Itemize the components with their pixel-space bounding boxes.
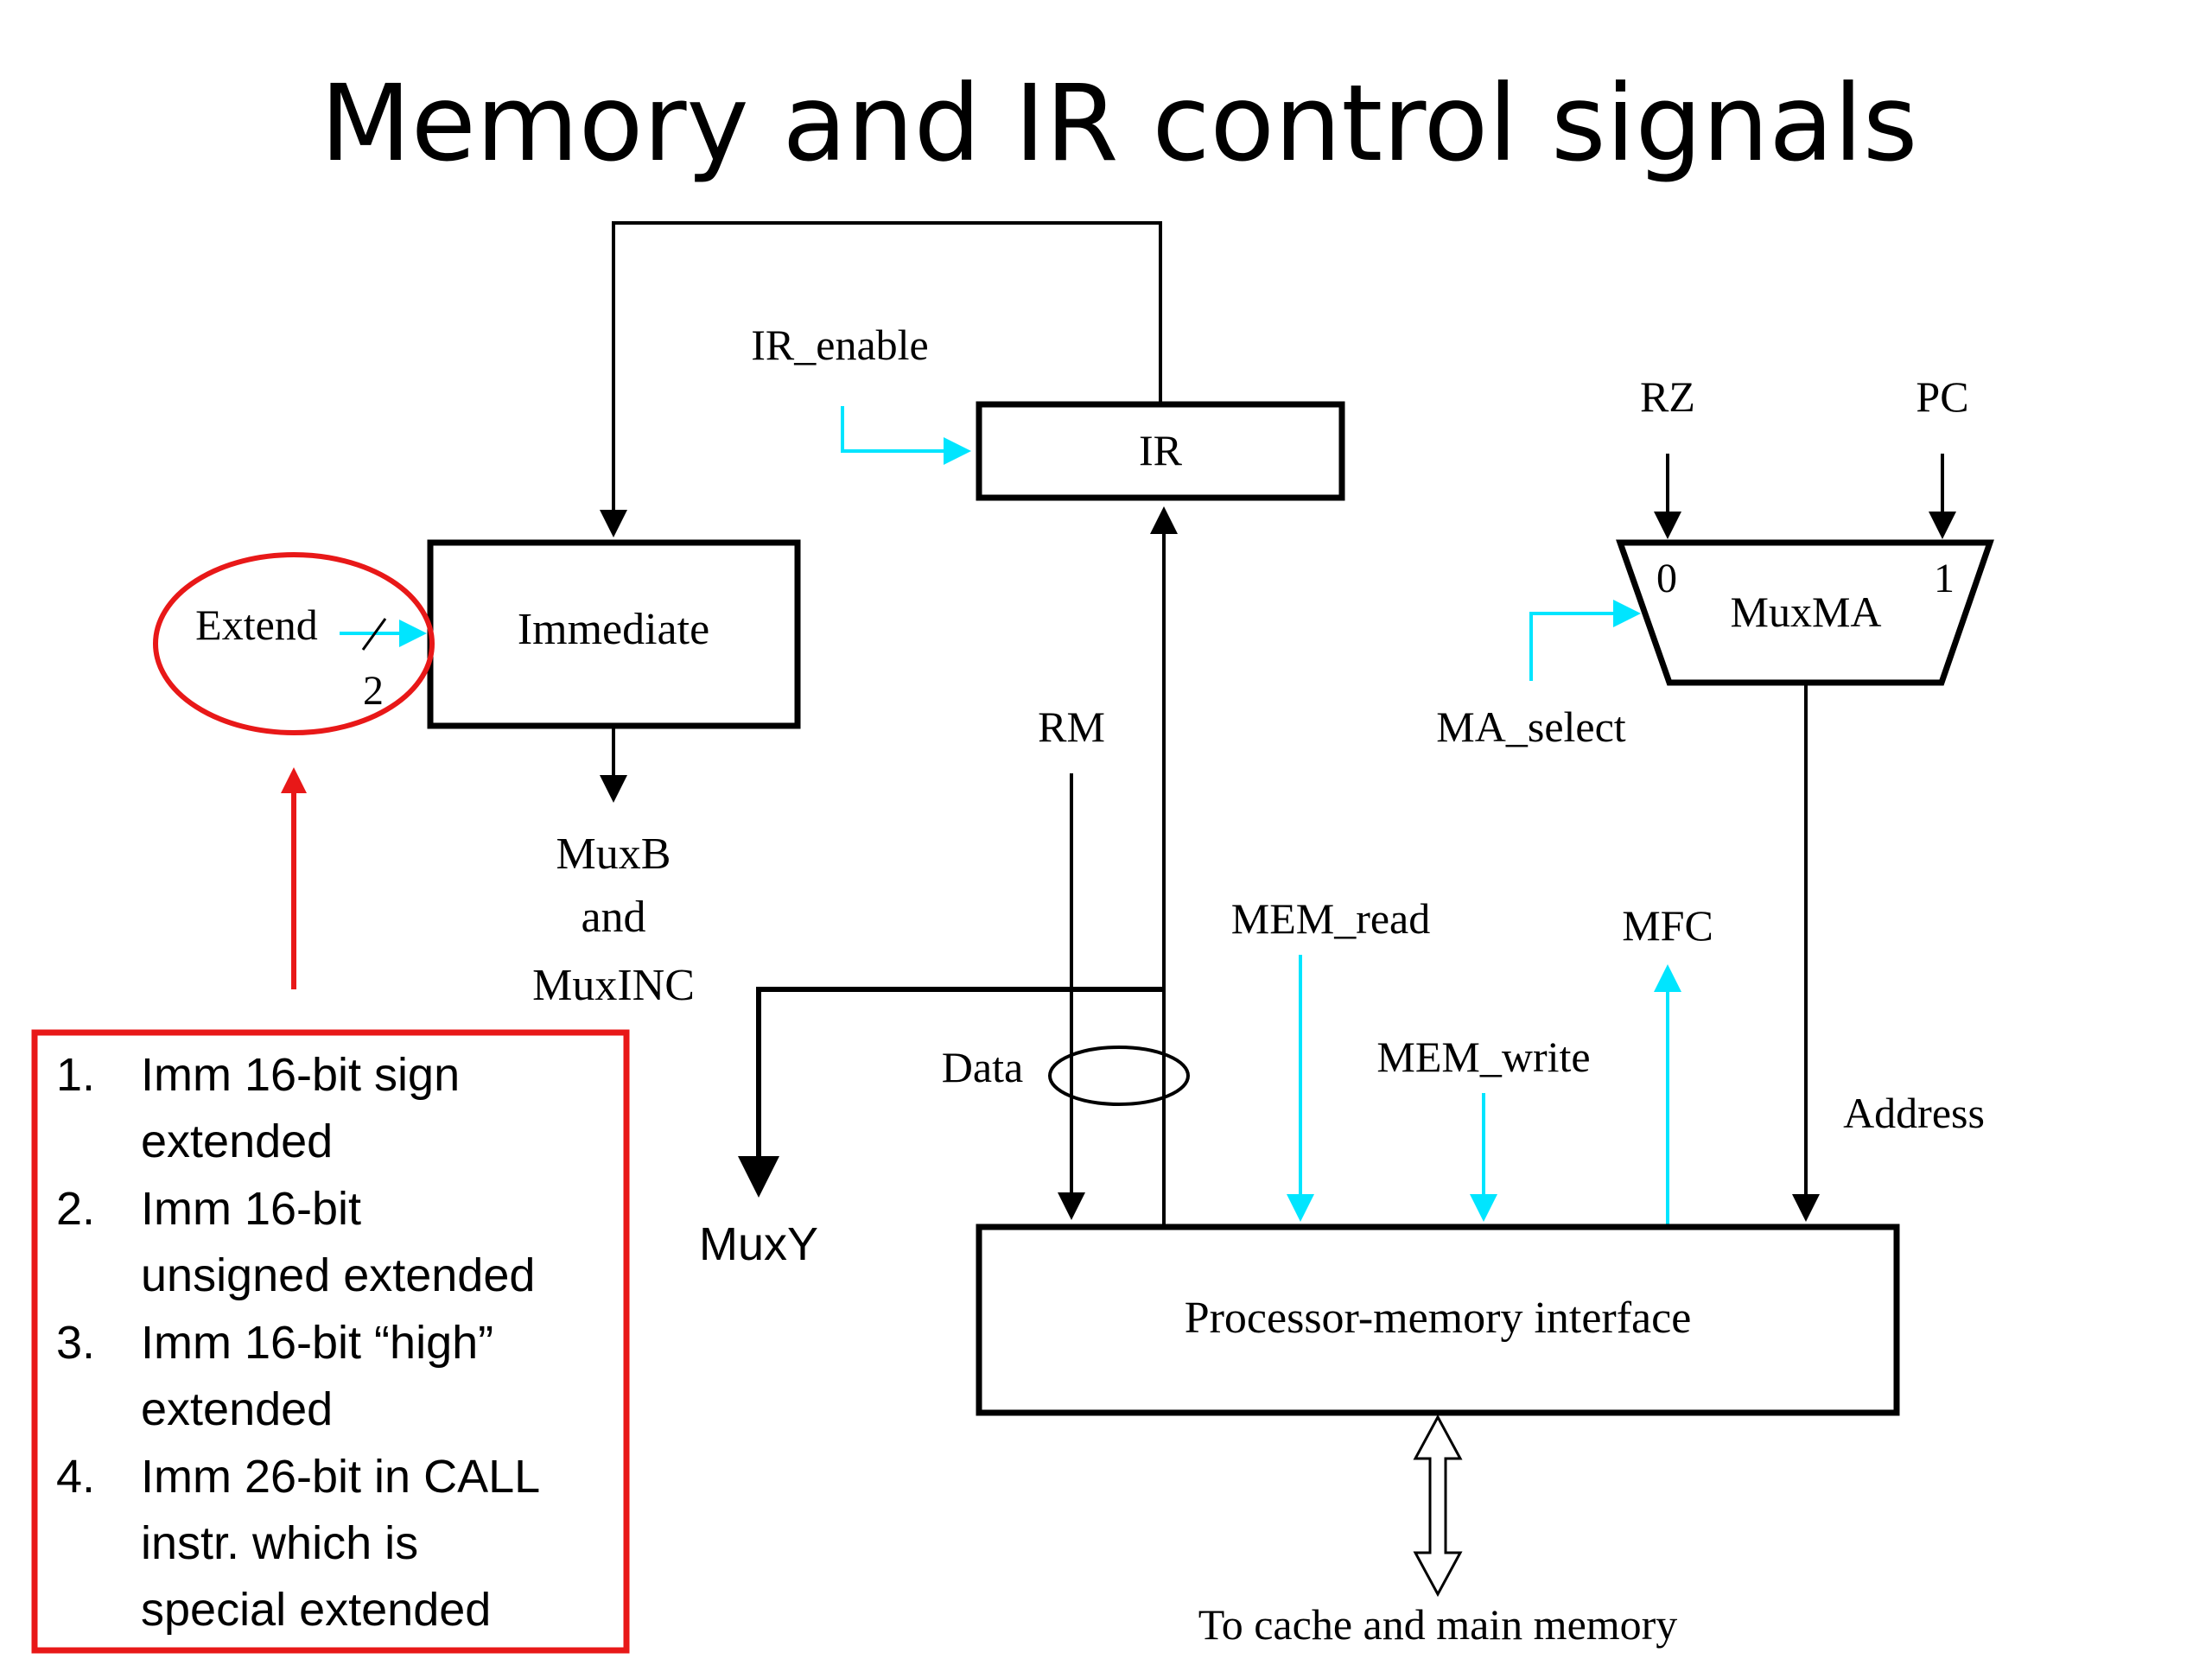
- note-number: 2.: [56, 1183, 95, 1235]
- muxma-input1-label: 1: [1934, 556, 1955, 601]
- and-label: and: [581, 893, 645, 942]
- note-number: 3.: [56, 1317, 95, 1369]
- ir-register: IR: [976, 401, 1345, 501]
- extend-notes-list: 1. Imm 16-bit sign extended 2. Imm 16-bi…: [56, 1049, 540, 1636]
- note-line: extended: [141, 1116, 333, 1167]
- processor-memory-interface: Processor-memory interface: [976, 1224, 1900, 1416]
- note-item-4: 4. Imm 26-bit in CALL instr. which is sp…: [56, 1451, 540, 1636]
- memory-label: To cache and main memory: [1198, 1600, 1678, 1649]
- extend-label: Extend: [195, 601, 318, 649]
- muxma-input0-label: 0: [1656, 556, 1677, 601]
- ir-to-immediate-wire: [600, 221, 1162, 537]
- ma-select-label: MA_select: [1436, 702, 1625, 751]
- muxy-label: MuxY: [699, 1218, 818, 1270]
- note-number: 4.: [56, 1451, 95, 1503]
- data-label: Data: [942, 1043, 1023, 1091]
- ir-box: [976, 401, 1345, 501]
- muxinc-label: MuxINC: [532, 961, 695, 1010]
- data-to-muxy-wire: [738, 987, 1164, 1198]
- note-line: instr. which is: [141, 1517, 418, 1569]
- note-line: unsigned extended: [141, 1249, 535, 1301]
- note-line: Imm 26-bit in CALL: [141, 1451, 540, 1503]
- interface-label: Processor-memory interface: [1185, 1294, 1692, 1343]
- note-item-3: 3. Imm 16-bit “high” extended: [56, 1317, 493, 1435]
- pc-label: PC: [1916, 372, 1968, 421]
- page-title: Memory and IR control signals: [321, 62, 1918, 185]
- mem-read-label: MEM_read: [1231, 894, 1431, 943]
- note-line: special extended: [141, 1584, 491, 1636]
- note-line: Imm 16-bit: [141, 1183, 361, 1235]
- bidirectional-memory-arrow: [1413, 1414, 1463, 1598]
- extend-highlight-circle: [153, 552, 435, 735]
- muxma-label: MuxMA: [1730, 588, 1881, 636]
- data-bus-ellipse: [1048, 1046, 1190, 1106]
- extend-notes-box: [31, 1029, 630, 1654]
- note-item-2: 2. Imm 16-bit unsigned extended: [56, 1183, 535, 1301]
- ir-enable-arrow: [841, 406, 971, 465]
- rz-label: RZ: [1640, 372, 1695, 421]
- immediate-label: Immediate: [518, 605, 709, 654]
- immediate-block: Immediate: [427, 539, 801, 729]
- note-line: Imm 16-bit “high”: [141, 1317, 493, 1369]
- note-number: 1.: [56, 1049, 95, 1101]
- ir-enable-label: IR_enable: [751, 321, 928, 369]
- note-item-1: 1. Imm 16-bit sign extended: [56, 1049, 460, 1167]
- ma-select-arrow: [1529, 600, 1641, 681]
- annotation-arrow-head: [281, 767, 307, 793]
- extend-width-label: 2: [363, 668, 384, 714]
- interface-box: [976, 1224, 1900, 1416]
- muxma-shape: [1616, 539, 1994, 686]
- note-line: Imm 16-bit sign: [141, 1049, 460, 1101]
- address-label: Address: [1843, 1089, 1985, 1137]
- note-line: extended: [141, 1383, 333, 1435]
- muxb-label: MuxB: [556, 830, 671, 879]
- bus-width-tick: [361, 618, 387, 651]
- rm-label: RM: [1038, 702, 1105, 751]
- mfc-label: MFC: [1622, 901, 1713, 950]
- mem-write-label: MEM_write: [1376, 1033, 1590, 1081]
- ir-label: IR: [1139, 426, 1183, 474]
- muxma-multiplexer: 0 1 MuxMA: [1616, 539, 1994, 686]
